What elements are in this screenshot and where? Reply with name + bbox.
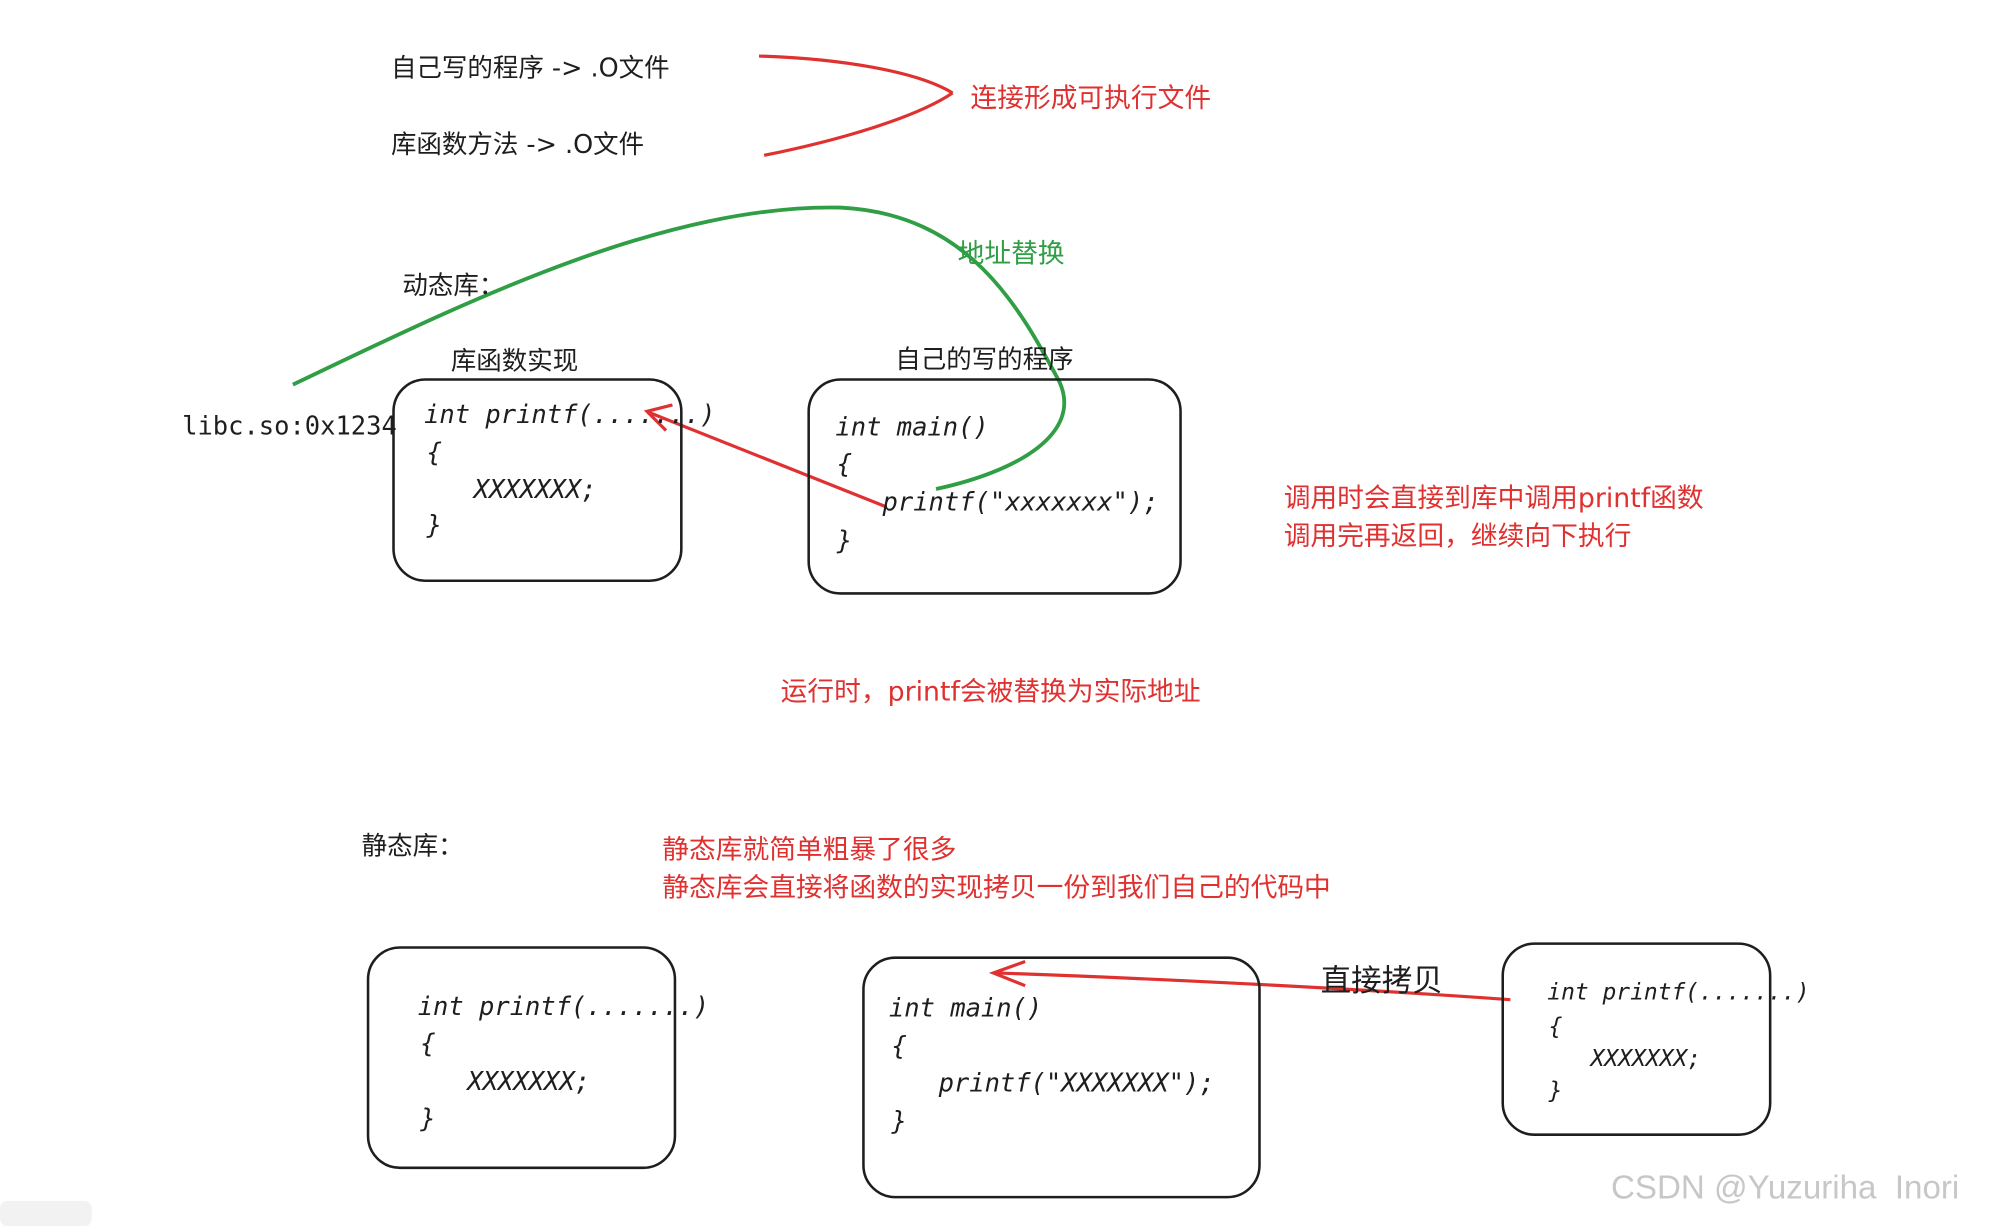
call-arrow	[648, 411, 887, 509]
prog-code-line-3: printf("xxxxxxx");	[882, 486, 1159, 518]
prog-code-line-2: {	[836, 448, 853, 479]
static-main-box	[862, 956, 1261, 1199]
main-code-line-2: {	[891, 1030, 907, 1061]
prog-code-line-4: }	[836, 524, 853, 556]
library-method-line: 库函数方法 -> .O文件	[390, 128, 645, 160]
right-code-line-4: }	[1548, 1077, 1563, 1105]
corner-tab	[0, 1200, 92, 1226]
prog-code-line-1: int main()	[835, 411, 989, 442]
runtime-note: 运行时，printf会被替换为实际地址	[780, 676, 1201, 707]
link-bracket-lower	[763, 91, 954, 157]
own-program-line: 自己写的程序 -> .O文件	[390, 52, 670, 83]
lib-code-line-3: XXXXXXX;	[473, 473, 597, 505]
static-right-lib-box	[1501, 942, 1772, 1136]
main-code-line-4: }	[891, 1105, 907, 1136]
libc-address-label: libc.so:0x1234	[182, 410, 397, 441]
lib-code-line-4: }	[426, 509, 442, 540]
dynamic-program-box	[807, 378, 1182, 595]
copy-label: 直接拷贝	[1320, 962, 1443, 999]
static-note-line-2: 静态库会直接将函数的实现拷贝一份到我们自己的代码中	[662, 872, 1331, 903]
call-note-line-1: 调用时会直接到库中调用printf函数	[1283, 482, 1704, 514]
link-label: 连接形成可执行文件	[970, 82, 1212, 114]
static-note-line-1: 静态库就简单粗暴了很多	[662, 834, 957, 865]
static-heading: 静态库：	[361, 830, 464, 861]
lib-code-line-1: int printf(.......)	[424, 398, 716, 430]
watermark: CSDN @Yuzuriha Inori	[1610, 1167, 1960, 1207]
lib-code-line-2: {	[426, 436, 442, 468]
left-code-line-1: int printf(.......)	[417, 990, 710, 1022]
copy-arrow-head	[988, 959, 1026, 988]
main-code-line-1: int main()	[888, 992, 1043, 1023]
right-code-line-2: {	[1548, 1013, 1563, 1041]
right-code-line-1: int printf(.......)	[1547, 979, 1810, 1007]
main-code-line-3: printf("XXXXXXX");	[938, 1067, 1215, 1098]
link-bracket-upper	[758, 54, 954, 95]
call-note-line-2: 调用完再返回，继续向下执行	[1283, 520, 1632, 552]
dynamic-heading: 动态库：	[402, 269, 505, 301]
address-replace-curve	[292, 205, 1067, 491]
left-code-line-2: {	[420, 1027, 436, 1059]
lib-box-title: 库函数实现	[450, 345, 579, 376]
left-code-line-3: XXXXXXX;	[467, 1065, 591, 1097]
left-code-line-4: }	[420, 1102, 436, 1134]
static-left-lib-box	[366, 946, 677, 1170]
prog-box-title: 自己的写的程序	[895, 343, 1074, 375]
dynamic-lib-box	[392, 378, 683, 582]
right-code-line-3: XXXXXXX;	[1590, 1045, 1702, 1073]
address-replace-label: 地址替换	[957, 238, 1065, 269]
